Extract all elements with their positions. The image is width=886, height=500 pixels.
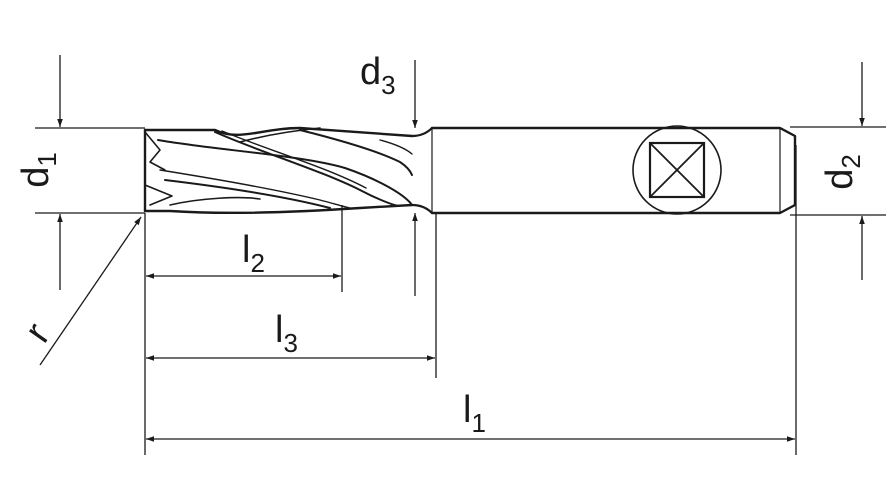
label-l2: l2 (242, 229, 265, 278)
cutting-envelope-top (143, 126, 414, 138)
square-drive-flat-icon (632, 125, 722, 215)
cutting-envelope-bottom (143, 203, 414, 215)
helical-flute-4 (164, 179, 331, 209)
helical-flute-1 (157, 139, 413, 206)
neck-transition (410, 126, 434, 215)
helical-flute-9 (169, 196, 261, 206)
helical-flute-2 (214, 131, 399, 207)
label-r: r (17, 315, 59, 350)
label-d2: d2 (819, 154, 866, 190)
helical-flute-3 (221, 130, 367, 189)
r-leader-line (39, 216, 142, 366)
helical-flute-7 (379, 139, 413, 155)
helical-flute-6 (299, 129, 413, 176)
label-l1: l1 (463, 389, 486, 438)
dimension-arrows (39, 55, 865, 442)
shank-body (430, 126, 797, 215)
end-mill-outline (143, 126, 797, 215)
label-d1: d1 (15, 152, 62, 188)
helical-flute-8 (239, 127, 321, 143)
helical-flute-5 (159, 169, 351, 209)
tip-cutting-edges (144, 131, 173, 206)
label-l3: l3 (275, 309, 298, 358)
extension-lines (35, 126, 886, 455)
label-d3: d3 (360, 51, 396, 100)
